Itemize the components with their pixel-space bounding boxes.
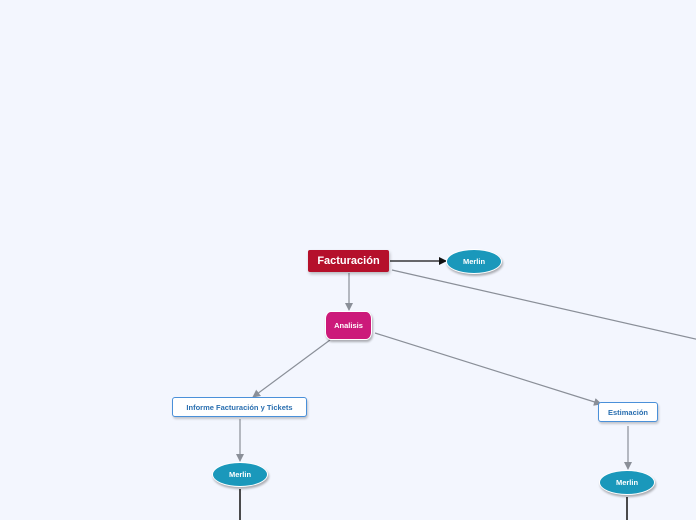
topic-merlin-top[interactable]: Merlin bbox=[446, 249, 502, 274]
connector-analisis-estimacion bbox=[374, 332, 602, 406]
topic-analisis[interactable]: Analisis bbox=[325, 311, 372, 340]
root-topic-facturacion[interactable]: Facturación bbox=[308, 250, 389, 272]
connector-root-offscreen bbox=[391, 269, 696, 340]
topic-estimacion[interactable]: Estimación bbox=[598, 402, 658, 422]
topic-merlin-right[interactable]: Merlin bbox=[599, 470, 655, 495]
topic-merlin-left[interactable]: Merlin bbox=[212, 462, 268, 487]
connector-analisis-informe bbox=[252, 339, 331, 398]
topic-informe-facturacion-tickets[interactable]: Informe Facturación y Tickets bbox=[172, 397, 307, 417]
